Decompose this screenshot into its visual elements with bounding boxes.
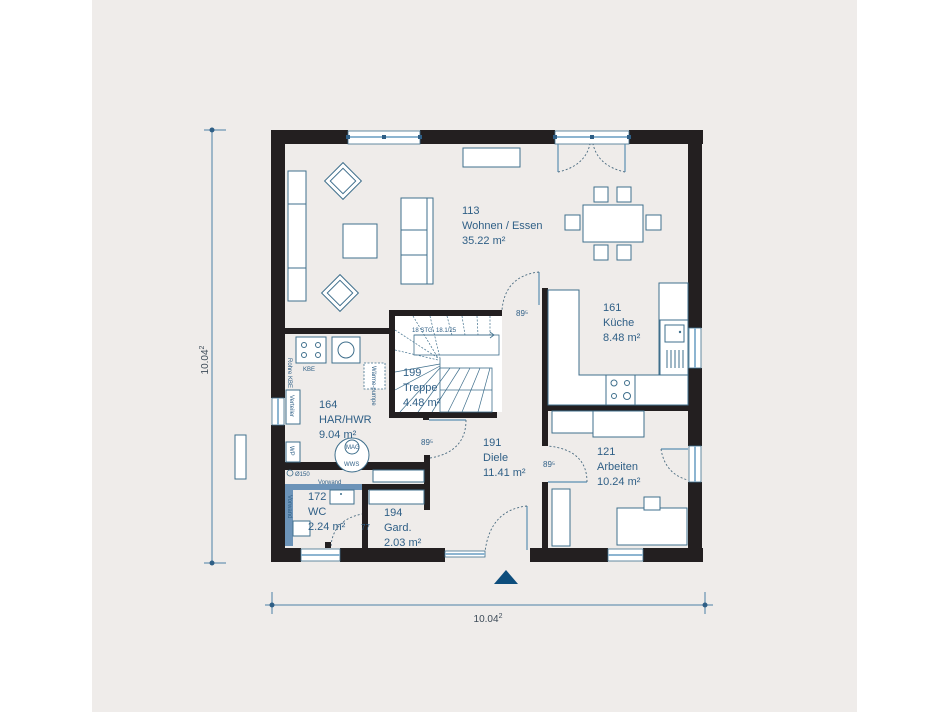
- svg-text:199: 199: [403, 367, 421, 379]
- svg-text:10.042: 10.042: [474, 613, 503, 625]
- svg-text:Arbeiten: Arbeiten: [597, 461, 638, 473]
- width-dimension: 10.04: [474, 614, 499, 625]
- svg-text:35.22 m²: 35.22 m²: [462, 235, 506, 247]
- office-chair: [643, 496, 661, 511]
- svg-text:WC: WC: [308, 506, 326, 518]
- wc-vorwand-left: [285, 484, 293, 546]
- office-shelf: [551, 488, 571, 547]
- svg-text:Verteiler: Verteiler: [288, 395, 294, 417]
- sink-icon: [664, 324, 685, 343]
- terrace-door: [557, 143, 626, 173]
- verteiler-box: [285, 389, 301, 425]
- wc-fixtures: Vorwand Vorwand: [286, 480, 363, 547]
- kitchen-furniture: [547, 282, 689, 406]
- door-width-office: 89⁵: [543, 460, 555, 469]
- room-label-kueche: 161 Küche 8.48 m²: [603, 302, 641, 344]
- svg-text:10.042: 10.042: [199, 345, 211, 374]
- svg-text:HAR/HWR: HAR/HWR: [319, 414, 372, 426]
- door-width-stair-hall: 89⁵: [421, 438, 433, 447]
- stair-hall-door: [429, 419, 467, 459]
- entrance-door: [484, 505, 528, 553]
- wp-box: [285, 441, 301, 463]
- wardrobe-shelf: [368, 489, 425, 505]
- dimension-vertical: 10.042: [199, 127, 247, 566]
- svg-text:8.48 m²: 8.48 m²: [603, 332, 641, 344]
- coffee-table: [342, 223, 378, 259]
- dimension-horizontal: 10.042: [265, 592, 713, 625]
- staircase: 18 STG. 18.1/25: [394, 315, 502, 413]
- entrance-marker-icon: [494, 570, 518, 584]
- svg-text:Vorwand: Vorwand: [286, 495, 292, 518]
- svg-text:164: 164: [319, 399, 337, 411]
- svg-text:191: 191: [483, 437, 501, 449]
- svg-text:10.24 m²: 10.24 m²: [597, 476, 641, 488]
- svg-text:194: 194: [384, 507, 402, 519]
- cooktop-icon: [605, 374, 636, 406]
- svg-text:161: 161: [603, 302, 621, 314]
- svg-text:Ø150: Ø150: [295, 472, 310, 478]
- room-label-gard: 194 Gard. 2.03 m²: [384, 507, 422, 549]
- windows: [271, 130, 702, 562]
- svg-text:11.41 m²: 11.41 m²: [483, 467, 526, 479]
- dining-table: [582, 204, 644, 243]
- room-label-wc: 172 WC 2.24 m²: [308, 491, 346, 533]
- svg-text:WWS: WWS: [344, 462, 359, 468]
- wc-sink: [329, 489, 355, 505]
- room-label-diele: 191 Diele 11.41 m²: [483, 437, 526, 479]
- svg-text:121: 121: [597, 446, 615, 458]
- svg-text:KBE: KBE: [303, 367, 315, 373]
- svg-text:Rohre KBE: Rohre KBE: [286, 358, 292, 388]
- tv-bench: [462, 147, 521, 168]
- wc-vorwand-top: [285, 484, 362, 490]
- room-label-har-hwr: 164 HAR/HWR 9.04 m²: [319, 399, 372, 441]
- svg-text:113: 113: [462, 205, 480, 217]
- depth-dimension: 10.04: [200, 349, 211, 374]
- svg-text:Wohnen / Essen: Wohnen / Essen: [462, 220, 543, 232]
- svg-text:Diele: Diele: [483, 452, 508, 464]
- outdoor-window-element: [234, 434, 247, 480]
- svg-text:MAG: MAG: [346, 445, 360, 451]
- washer-icon: [295, 336, 327, 364]
- door-width-wc: 77: [361, 523, 370, 532]
- living-furniture: [287, 147, 662, 313]
- svg-text:9.04 m²: 9.04 m²: [319, 429, 357, 441]
- svg-text:Küche: Küche: [603, 317, 634, 329]
- room-label-treppe: 199 Treppe 4.48 m²: [403, 367, 441, 409]
- svg-text:2.24 m²: 2.24 m²: [308, 521, 346, 533]
- room-label-wohnen: 113 Wohnen / Essen 35.22 m²: [462, 205, 543, 247]
- door-width-living: 89⁵: [516, 309, 528, 318]
- desk: [616, 507, 688, 546]
- exterior-walls: [271, 130, 703, 562]
- svg-text:Wärme-pumpe: Wärme-pumpe: [370, 366, 376, 406]
- svg-text:Gard.: Gard.: [384, 522, 412, 534]
- office-furniture: [547, 410, 689, 547]
- toilet-icon: [292, 520, 311, 537]
- svg-text:WP: WP: [288, 446, 294, 456]
- heat-pump-unit: [363, 362, 386, 390]
- svg-text:Treppe: Treppe: [403, 382, 437, 394]
- svg-text:Vorwand: Vorwand: [318, 480, 341, 486]
- water-tank-icon: [334, 437, 370, 473]
- living-door: [501, 271, 540, 311]
- svg-text:4.48 m²: 4.48 m²: [403, 397, 441, 409]
- svg-text:2.03 m²: 2.03 m²: [384, 537, 422, 549]
- svg-text:172: 172: [308, 491, 326, 503]
- utility-fixtures: KBE Wärme-pumpe Rohre KBE Verteiler WP Ø…: [285, 336, 425, 483]
- sideboard: [287, 170, 307, 302]
- stair-steps-label: 18 STG. 18.1/25: [412, 328, 457, 334]
- room-label-arbeiten: 121 Arbeiten 10.24 m²: [597, 446, 641, 488]
